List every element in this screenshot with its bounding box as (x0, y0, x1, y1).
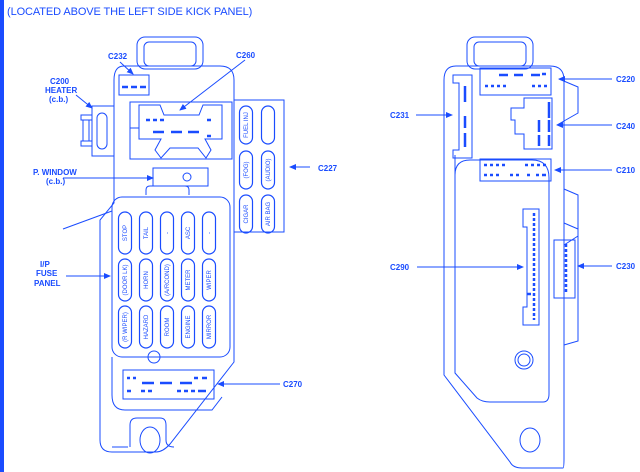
label-c210: C210 (616, 166, 636, 175)
diagram-title: (LOCATED ABOVE THE LEFT SIDE KICK PANEL) (7, 6, 253, 18)
fuse: HORN (138, 258, 154, 302)
connector-c260 (129, 101, 233, 160)
connector-c240 (510, 97, 553, 150)
fuse: - (159, 211, 175, 255)
left-edge-bar (0, 0, 4, 472)
fuse: ASC (180, 211, 196, 255)
label-c231: C231 (390, 111, 410, 120)
heater-circuit-breaker (91, 105, 115, 157)
label-heater-cb: (c.b.) (49, 95, 68, 104)
fuse-label: WIPER (207, 270, 213, 290)
left-leader-lines (62, 59, 310, 387)
fuse-label: (FOG) (244, 162, 250, 179)
connector-c230 (553, 239, 576, 299)
fuse-label: FUEL INJ (244, 112, 250, 138)
fuse-label: - (207, 232, 213, 234)
fuse: (R WIPER) (117, 305, 133, 349)
label-c240: C240 (616, 122, 636, 131)
side-fuse: AIR BAG (260, 194, 276, 234)
label-c200: C200 (50, 77, 70, 86)
fuse-label: ROOM (165, 318, 171, 337)
fuse: STOP (117, 211, 133, 255)
label-ip: I/P (40, 260, 50, 269)
connector-c290 (522, 208, 540, 326)
side-fuse (260, 105, 276, 145)
connector-c210 (479, 158, 552, 182)
label-p-window: P. WINDOW (33, 168, 77, 177)
label-c230: C230 (616, 262, 636, 271)
connector-c270 (122, 369, 215, 400)
side-fuse: FUEL INJ (238, 105, 254, 145)
left-box-outline (99, 65, 235, 453)
fuse-label: ENGINE (186, 315, 192, 338)
fuse-label: METER (186, 269, 192, 291)
fuse-label: MIRROR (207, 314, 213, 339)
label-fuse: FUSE (36, 269, 58, 278)
power-window-circuit-breaker (152, 167, 209, 187)
fuse-label: - (165, 232, 171, 234)
fuse-label: (A/RCOND) (165, 264, 171, 296)
fuse: ROOM (159, 305, 175, 349)
mounting-tab-top-right (466, 36, 534, 70)
label-c232: C232 (108, 52, 128, 61)
fuse-label: HORN (144, 271, 150, 289)
label-panel: PANEL (34, 279, 61, 288)
label-p-window-cb: (c.b.) (46, 177, 65, 186)
label-heater: HEATER (45, 86, 78, 95)
ip-fuse-panel (111, 196, 231, 358)
right-leader-lines (416, 76, 612, 270)
fuse-label: HAZARD (144, 314, 150, 339)
mounting-tab-top (136, 36, 204, 70)
mounting-hole-right (519, 427, 541, 453)
side-fuse: CIGAR (238, 194, 254, 234)
label-c290: C290 (390, 263, 410, 272)
fuse-grid: STOP TAIL - ASC - (DOOR LK) HORN (A/RCOND) METER… (117, 211, 217, 349)
side-fuse-grid: FUEL INJ (FOG) (AUDIO) CIGAR AIR BAG (238, 105, 276, 234)
left-fuse-box (80, 36, 285, 454)
fuse: (DOOR LK) (117, 258, 133, 302)
right-box-outline (443, 65, 565, 469)
side-fuse: (AUDIO) (260, 150, 276, 190)
fuse: - (201, 211, 217, 255)
label-c260: C260 (236, 51, 256, 60)
fuse-label: STOP (123, 225, 129, 241)
mounting-hole-left (139, 426, 161, 454)
fuse-label: (AUDIO) (266, 159, 272, 182)
fuse-label: (DOOR LK) (123, 264, 129, 295)
fuse-label: CIGAR (244, 204, 250, 224)
label-c220: C220 (616, 75, 636, 84)
fuse: MIRROR (201, 305, 217, 349)
connector-c231 (452, 74, 473, 159)
connector-c232 (118, 74, 150, 96)
fuse-label: AIR BAG (266, 201, 272, 226)
fuse: (A/RCOND) (159, 258, 175, 302)
fuse: TAIL (138, 211, 154, 255)
fuse: ENGINE (180, 305, 196, 349)
fuse: WIPER (201, 258, 217, 302)
fuse-label: (R WIPER) (123, 312, 129, 342)
fuse: METER (180, 258, 196, 302)
fuse-label: ASC (186, 226, 192, 239)
fuse-label: TAIL (144, 226, 150, 239)
fuse: HAZARD (138, 305, 154, 349)
connector-c220 (479, 67, 552, 96)
side-fuse: (FOG) (238, 150, 254, 190)
side-fuse-block-c227 (233, 99, 285, 233)
right-fuse-box (443, 36, 579, 469)
label-c227: C227 (318, 164, 338, 173)
label-c270: C270 (283, 380, 303, 389)
